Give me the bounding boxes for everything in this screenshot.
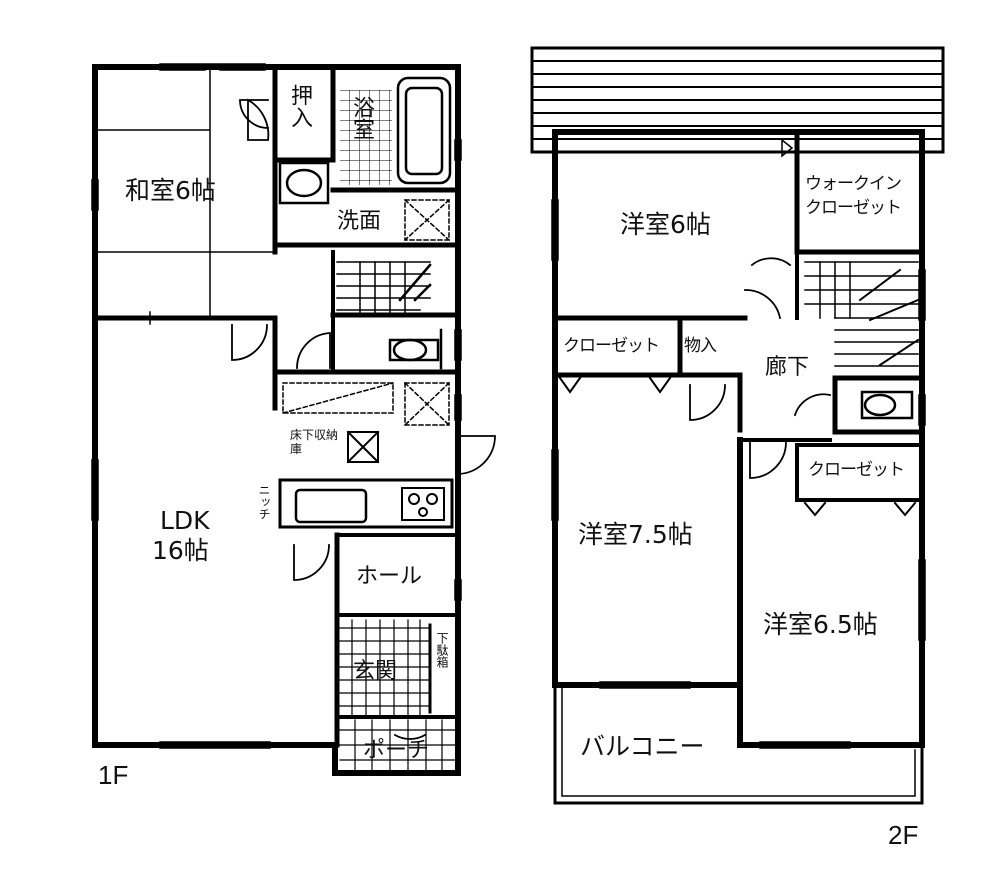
kitchen-stove: [401, 487, 445, 521]
room-label-youshitsu-65: 洋室6.5帖: [763, 610, 878, 639]
underfloor-storage-hatch: [346, 430, 380, 464]
floor2-stairs: [804, 261, 920, 367]
room-label-ldk: LDK: [160, 506, 210, 535]
roof-eaves: [530, 46, 945, 154]
floor1-walls: [92, 64, 461, 776]
floor2-toilet: [860, 390, 914, 420]
floor-label-2f: 2F: [888, 820, 919, 850]
closet-doors: [558, 138, 917, 517]
floor2-doors: [689, 257, 832, 479]
room-label-wic: ウォークイン クローゼット: [805, 174, 902, 218]
room-label-monoire: 物入: [684, 336, 717, 356]
room-label-porch: ポーチ: [363, 738, 430, 763]
room-label-getabako: 下駄箱: [435, 632, 449, 668]
room-label-youshitsu-6: 洋室6帖: [620, 210, 711, 239]
room-label-youshitsu-75: 洋室7.5帖: [578, 520, 693, 549]
floor1-doors: [231, 98, 496, 740]
floor1-windows: [91, 63, 462, 749]
bathtub: [340, 76, 452, 185]
wash-basin: [278, 161, 330, 205]
room-label-niche: ニッチ: [257, 484, 271, 520]
room-label-rouka: 廊下: [765, 355, 810, 380]
room-label-yokushitsu: 浴室: [349, 96, 374, 140]
room-label-hall: ホール: [356, 564, 423, 589]
room-label-ldk-size: 16帖: [152, 536, 209, 565]
room-label-oshiire: 押入: [287, 84, 312, 128]
genkan-tiles: [339, 619, 456, 771]
tatami-lines: [96, 69, 276, 317]
floor2-windows: [551, 199, 926, 749]
room-label-washitsu: 和室6帖: [125, 176, 216, 205]
kitchen-sink: [294, 488, 368, 524]
floor2-walls: [552, 129, 925, 805]
room-label-yukashita: 床下収納庫: [290, 428, 339, 456]
washing-machine-space: [282, 198, 451, 427]
room-label-genkan: 玄関: [353, 659, 398, 684]
room-label-balcony: バルコニー: [580, 732, 705, 761]
room-label-closet-a: クローゼット: [563, 336, 660, 356]
room-label-closet-b: クローゼット: [808, 460, 905, 480]
floor-label-1f: 1F: [98, 760, 129, 790]
room-label-senmen: 洗面: [337, 209, 382, 234]
floor1-toilet: [388, 328, 443, 370]
floor1-stairs: [336, 261, 432, 313]
